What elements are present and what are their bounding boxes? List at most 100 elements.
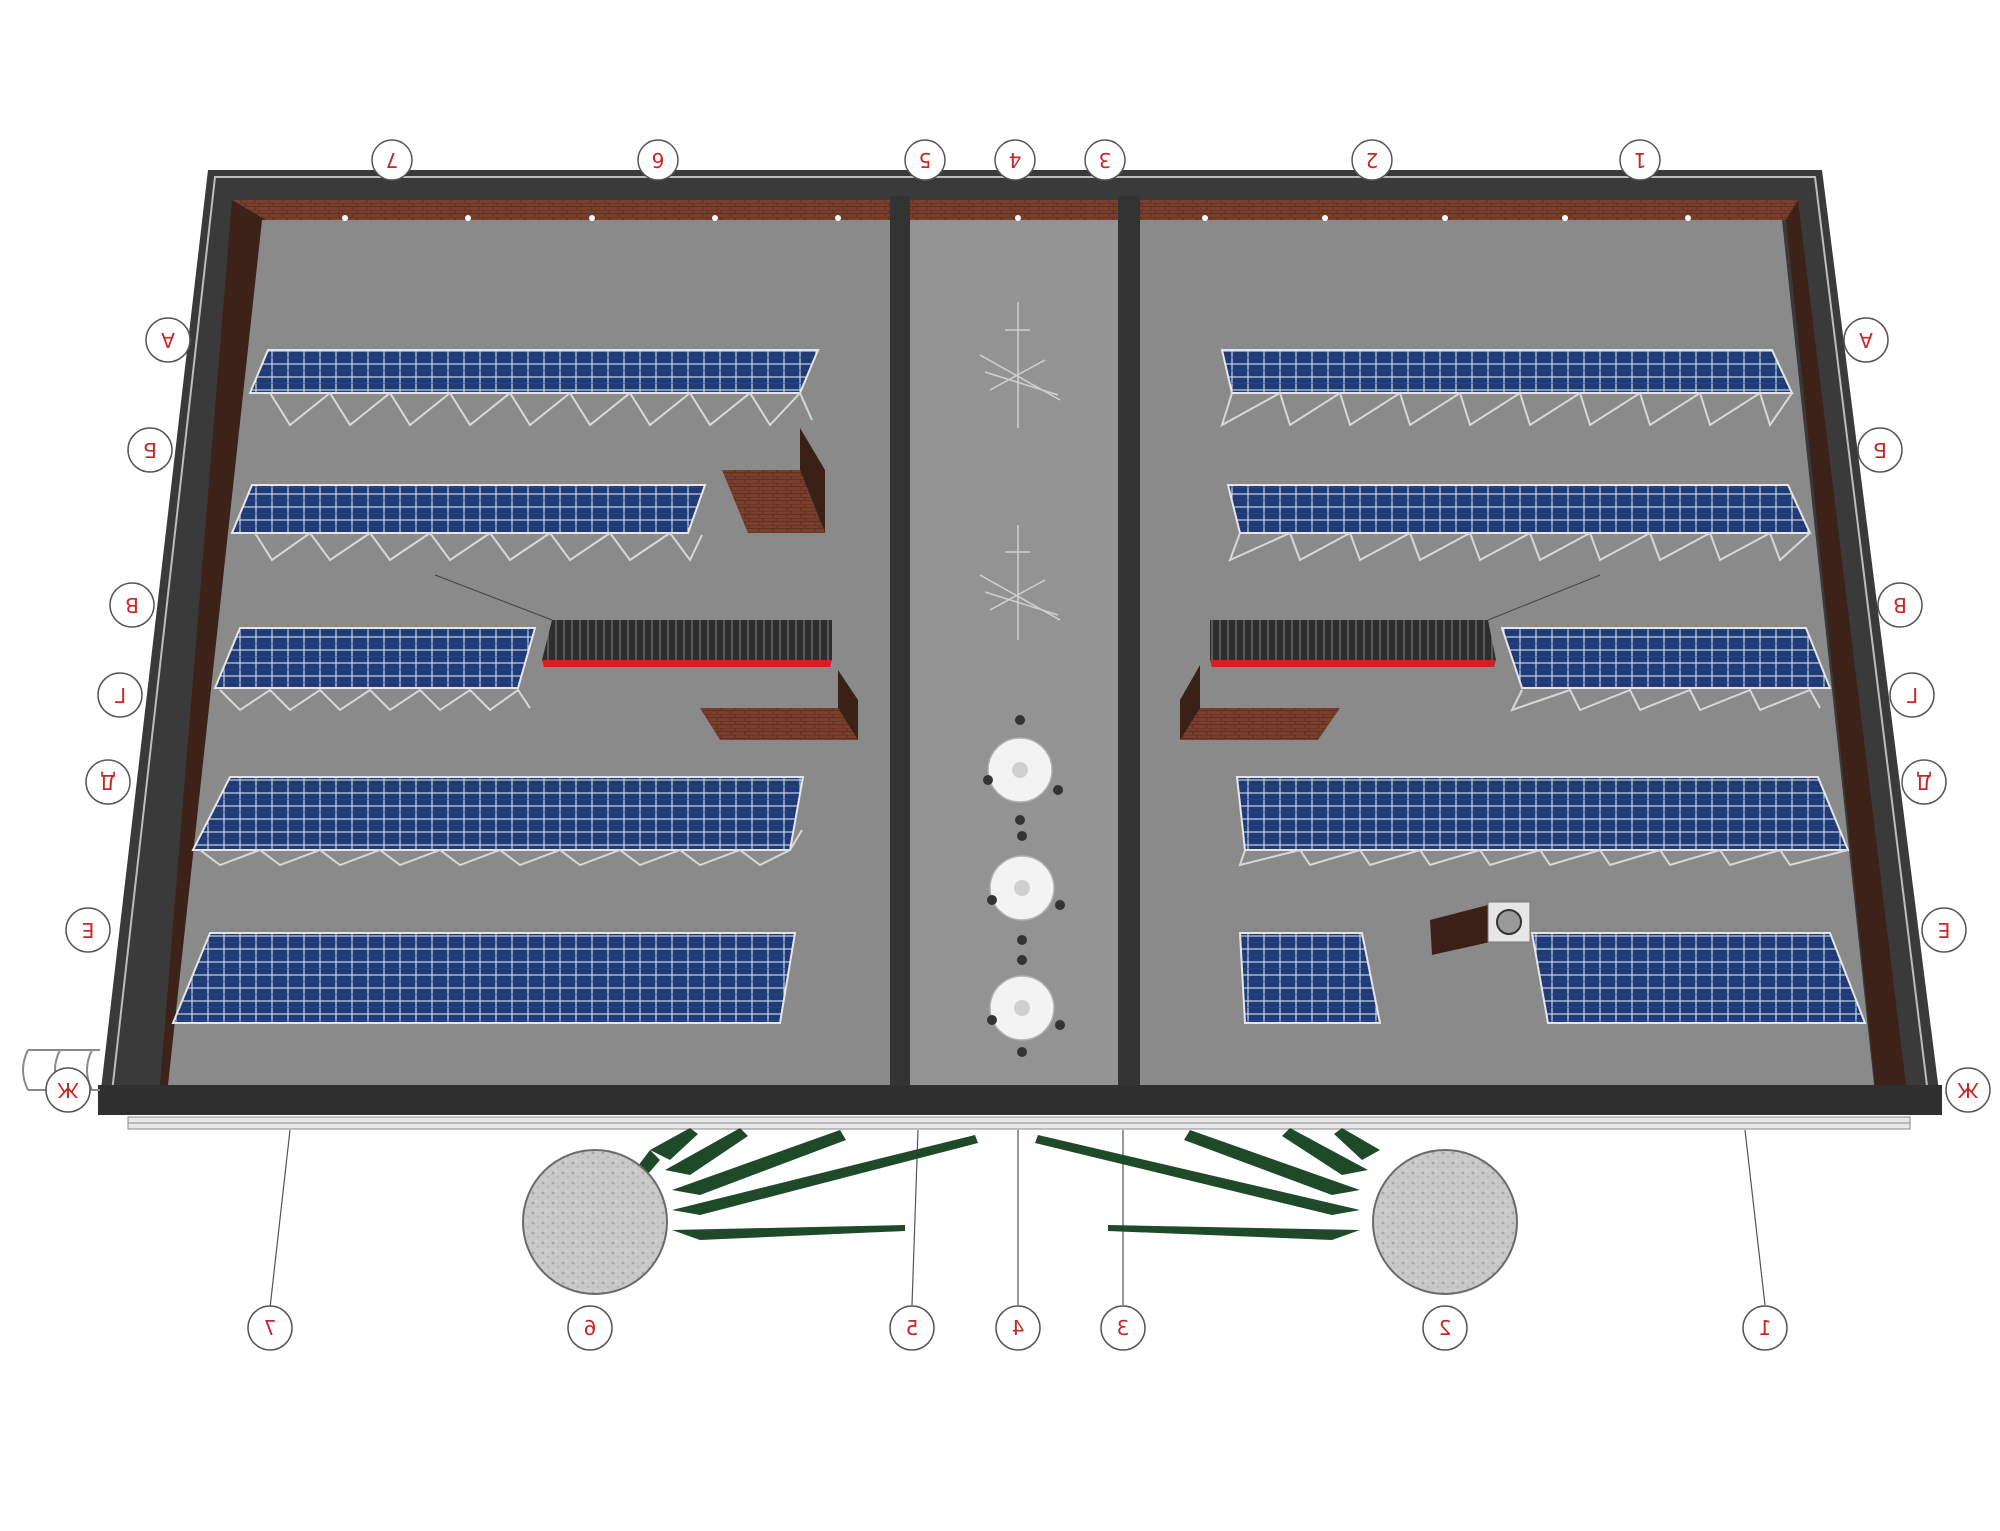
svg-text:Д: Д [1916,770,1932,794]
svg-text:Ж: Ж [1957,1078,1979,1102]
svg-text:В: В [125,593,139,617]
svg-text:7: 7 [264,1316,277,1340]
antenna-icon [979,525,1061,640]
svg-text:2: 2 [1439,1316,1452,1340]
solar-panel-icon [1226,484,1812,534]
solar-panel-icon [1220,349,1794,394]
axis-bubble-right-row-zh: Ж [1945,1067,1991,1113]
axis-bubble-left-row-b: Б [127,427,173,473]
svg-text:В: В [1893,593,1907,617]
svg-text:Г: Г [114,683,126,707]
roof-light-row [342,215,1691,221]
axis-bubble-bottom-col-1: 1 [1742,1305,1788,1351]
parapet-front [98,1085,1942,1115]
svg-text:Г: Г [1906,683,1918,707]
axis-bubble-right-row-e: Е [1921,907,1967,953]
svg-text:А: А [161,328,175,352]
solar-array-right [1220,349,1867,1024]
solar-panel-icon [1238,932,1382,1024]
solar-row-d-left [191,776,805,867]
svg-text:Д: Д [100,770,116,794]
parapet-brick-top [232,200,1798,220]
parapet-brick-left [160,200,266,1085]
svg-text:6: 6 [652,148,665,172]
antenna-icon [979,302,1061,428]
svg-text:5: 5 [906,1316,919,1340]
metal-roof-shed-right [1210,574,1601,667]
solar-row-d-right [1235,776,1850,867]
solar-row-a-left [248,349,820,427]
axis-bubble-bottom-col-6: 6 [567,1305,613,1351]
tree-icon [1035,1128,1380,1240]
axis-bubble-bottom-col-4: 4 [995,1305,1041,1351]
axis-bubble-bottom-col-5: 5 [889,1305,935,1351]
svg-text:Е: Е [1938,918,1951,942]
svg-text:6: 6 [584,1316,597,1340]
vent-dome-icon [987,955,1065,1057]
solar-row-b-right [1226,484,1812,562]
svg-text:4: 4 [1009,148,1022,172]
svg-text:1: 1 [1759,1316,1772,1340]
axis-bubble-bottom-col-2: 2 [1422,1305,1468,1351]
axis-bubble-top-col-5: 5 [904,139,946,181]
svg-text:3: 3 [1099,148,1112,172]
axis-bubble-right-row-g: Г [1889,672,1935,718]
paved-plaza [522,1149,668,1295]
svg-text:4: 4 [1012,1316,1025,1340]
svg-text:1: 1 [1634,148,1647,172]
axis-bubble-bottom-col-7: 7 [247,1305,293,1351]
firewall-left [890,196,910,1085]
svg-text:А: А [1859,328,1873,352]
axis-bubble-left-row-v: В [109,582,155,628]
solar-panel-icon [230,484,707,534]
solar-row-e-right-small [1238,932,1382,1024]
solar-row-e-left [171,932,797,1024]
svg-text:5: 5 [919,148,932,172]
brick-vent-shaft [1180,665,1340,740]
metal-roof-shed-left [434,574,832,667]
roof-right-section [1140,220,1874,1085]
solar-panel-icon [1500,627,1832,689]
firewall-right [1118,196,1140,1085]
axis-bubble-top-col-2: 2 [1351,139,1393,181]
roof-center-section [910,220,1118,1085]
axis-bubble-left-row-a: А [145,317,191,363]
solar-panel-icon [213,627,537,689]
vent-dome-icon [983,715,1063,825]
axis-leaders [269,1129,1766,1309]
svg-text:3: 3 [1117,1316,1130,1340]
axis-bubble-top-col-4: 4 [994,139,1036,181]
svg-text:Ж: Ж [57,1078,79,1102]
parapet-brick-right [1786,200,1906,1085]
brick-vent-shaft [700,670,858,740]
axis-bubble-left-row-e: Е [65,907,111,953]
tree-icon [620,1128,978,1240]
solar-panel-icon [171,932,797,1024]
solar-array-left [171,349,820,1024]
solar-panel-icon [248,349,820,394]
axis-bubble-bottom-col-3: 3 [1100,1305,1146,1351]
solar-panel-icon [1235,776,1850,851]
axis-bubble-top-col-6: 6 [637,139,679,181]
svg-text:Б: Б [143,438,157,462]
solar-row-e-right-large [1530,932,1867,1024]
vent-dome-icon [987,831,1065,945]
axis-bubble-left-row-zh: Ж [45,1067,91,1113]
exhaust-fan-icon [1430,901,1531,955]
brick-vent-shaft [722,428,825,533]
paved-plaza [1372,1149,1518,1295]
svg-text:2: 2 [1366,148,1379,172]
solar-panel-icon [1530,932,1867,1024]
svg-text:Б: Б [1873,438,1887,462]
svg-text:Е: Е [82,918,95,942]
axis-bubble-top-col-1: 1 [1619,139,1661,181]
axis-bubble-right-row-b: Б [1857,427,1903,473]
axis-bubble-top-col-3: 3 [1084,139,1126,181]
axis-bubble-left-row-g: Г [97,672,143,718]
axis-bubble-right-row-d: Д [1901,759,1947,805]
svg-text:7: 7 [386,148,399,172]
solar-row-b-left [230,484,707,562]
solar-panel-icon [191,776,805,851]
solar-row-a-right [1220,349,1794,428]
